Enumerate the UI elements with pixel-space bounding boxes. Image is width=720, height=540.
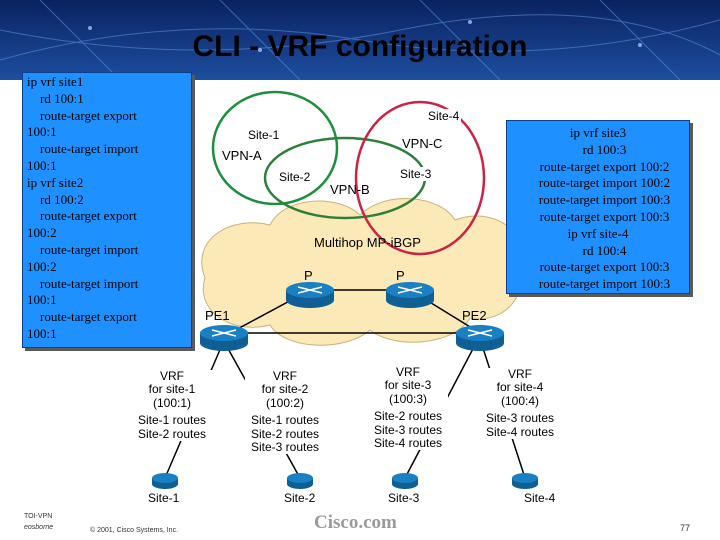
config-line: route-target export 100:3 xyxy=(526,208,670,224)
config-line: ip vrf site3 xyxy=(569,125,627,140)
vpn-c-label: VPN-C xyxy=(402,136,443,151)
ce-site1-label: Site-1 xyxy=(148,491,180,505)
ce-router-site3-icon xyxy=(392,473,418,489)
page-number: 77 xyxy=(680,523,691,533)
config-line: ip vrf site-4 xyxy=(567,225,629,241)
config-line: 100:1 xyxy=(27,157,57,173)
vrf-line: Site-4 routes xyxy=(485,424,555,439)
ce-router-site4-icon xyxy=(512,473,538,489)
vrf-line: for site-2 xyxy=(261,382,309,397)
config-line: 100:1 xyxy=(27,325,57,341)
config-line: rd 100:1 xyxy=(27,90,84,106)
cisco-logo: Cisco.com xyxy=(314,512,397,533)
router-p1-label: P xyxy=(304,268,313,283)
config-line: 100:2 xyxy=(27,258,57,274)
config-line: route-target import 100:2 xyxy=(525,175,671,191)
vrf-line: (100:4) xyxy=(500,393,540,408)
vrf-line: VRF xyxy=(160,369,184,383)
vrf-line: Site-4 routes xyxy=(373,436,443,451)
vrf-line: for site-3 xyxy=(384,378,432,393)
vpn-b-label: VPN-B xyxy=(330,182,370,197)
vpn-a-label: VPN-A xyxy=(222,148,262,163)
vrf-line: (100:1) xyxy=(152,395,192,410)
config-line: route-target import 100:3 xyxy=(525,192,671,208)
config-line: route-target import 100:3 xyxy=(525,276,671,292)
page-title: CLI - VRF configuration xyxy=(192,30,528,63)
vrf-line: Site-1 routes xyxy=(250,413,320,428)
config-line: rd 100:4 xyxy=(569,242,627,258)
vrf-line: (100:3) xyxy=(388,391,428,406)
router-p2-icon xyxy=(386,282,434,308)
config-line: route-target export 100:2 xyxy=(526,158,670,174)
vrf-line: Site-2 routes xyxy=(373,409,443,424)
vrf-line: Site-1 routes xyxy=(137,413,207,428)
vrf-line: VRF xyxy=(396,365,420,379)
config-line: route-target export xyxy=(27,309,137,325)
vpn-c-circle xyxy=(354,100,486,256)
footer-copyright: © 2001, Cisco Systems, Inc. xyxy=(90,527,179,534)
ce-site2-label: Site-2 xyxy=(284,491,316,505)
config-line: 100:2 xyxy=(27,225,57,241)
circle-site3-label: Site-3 xyxy=(398,167,434,181)
config-line: 100:1 xyxy=(27,124,57,140)
ce-site4-label: Site-4 xyxy=(524,491,556,505)
config-line: ip vrf site1 xyxy=(27,74,84,89)
vrf-line: for site-4 xyxy=(496,380,544,395)
circle-site1-label: Site-1 xyxy=(246,128,282,142)
router-pe1-icon xyxy=(200,325,248,351)
router-pe1-label: PE1 xyxy=(205,308,230,323)
circle-site4-label: Site-4 xyxy=(426,109,462,123)
config-left-box: ip vrf site1 rd 100:1 route-target expor… xyxy=(22,72,192,348)
vpn-a-circle xyxy=(211,90,339,206)
router-pe2-icon xyxy=(456,325,504,351)
config-line: route-target import xyxy=(27,241,139,257)
vrf-line: VRF xyxy=(508,367,532,381)
vrf-line: (100:2) xyxy=(265,395,305,410)
router-pe2-label: PE2 xyxy=(462,308,487,323)
vrf-line: Site-3 routes xyxy=(250,440,320,455)
vrf-line: VRF xyxy=(273,369,297,383)
config-line: ip vrf site2 xyxy=(27,174,84,190)
ce-site3-label: Site-3 xyxy=(388,491,420,505)
config-line: rd 100:3 xyxy=(569,141,627,157)
router-p1-icon xyxy=(286,282,334,308)
vrf-line: Site-3 routes xyxy=(373,422,443,437)
config-line: route-target export xyxy=(27,208,137,224)
config-line: route-target import xyxy=(27,141,139,157)
router-p2-label: P xyxy=(396,268,405,283)
config-line: route-target import xyxy=(27,275,139,291)
ce-router-site2-icon xyxy=(287,473,313,489)
vrf-line: Site-2 routes xyxy=(137,426,207,441)
footer-author: eosborne xyxy=(24,524,54,531)
config-line: route-target export 100:3 xyxy=(526,259,670,275)
vrf-line: Site-2 routes xyxy=(250,426,320,441)
cloud-label: Multihop MP-iBGP xyxy=(314,235,421,250)
config-line: route-target export xyxy=(27,107,137,123)
footer-course: TOI-VPN xyxy=(24,513,53,520)
config-line: rd 100:2 xyxy=(27,191,84,207)
vrf-line: Site-3 routes xyxy=(485,411,555,426)
vrf-line: for site-1 xyxy=(148,382,196,397)
ce-router-site1-icon xyxy=(152,473,178,489)
config-line: 100:1 xyxy=(27,292,57,308)
header-banner xyxy=(0,0,720,80)
circle-site2-label: Site-2 xyxy=(277,170,313,184)
config-right-box: ip vrf site3 rd 100:3 route-target expor… xyxy=(506,120,690,294)
